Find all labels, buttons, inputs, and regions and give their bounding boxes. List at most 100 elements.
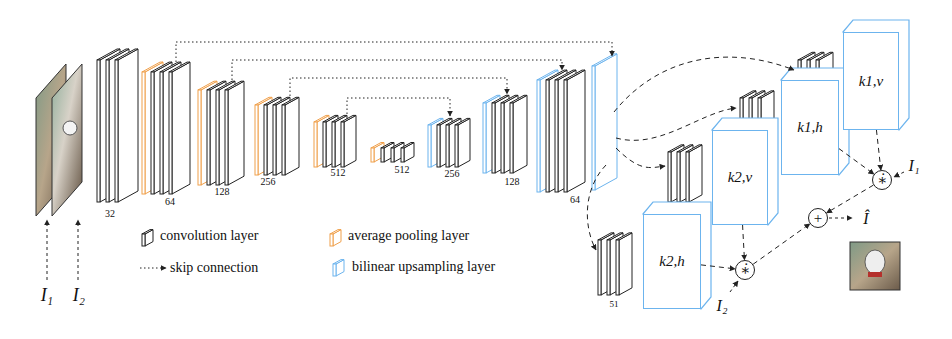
legend-skip-sample	[140, 268, 166, 269]
average-pooling-layer	[142, 72, 145, 194]
convolution-layer	[510, 95, 527, 103]
convolution-layer	[758, 91, 774, 98]
convolution-layer	[344, 115, 356, 167]
input-frame	[52, 64, 82, 216]
operator-symbol: ∗̇	[740, 263, 750, 278]
convolution-layer	[689, 145, 702, 202]
kernel-label: k2,h	[659, 254, 684, 269]
convolution-layer	[616, 233, 632, 240]
bilinear-upsampling-layer	[595, 54, 617, 190]
frame-arrow	[894, 172, 904, 177]
convolution-layer	[513, 95, 527, 173]
skip-connection	[232, 60, 562, 80]
kernel-plane-depth	[781, 68, 849, 175]
legend-text: bilinear upsampling layer	[352, 260, 495, 274]
convolution-layer	[341, 122, 344, 167]
convolution-layer	[172, 62, 190, 194]
convolution-layer	[332, 122, 335, 167]
convolution-layer	[151, 72, 154, 194]
branch-arrow	[616, 148, 665, 168]
convolution-layer	[546, 80, 549, 192]
channel-count: 512	[395, 165, 410, 175]
channel-count: 512	[331, 168, 346, 178]
bilinear-upsampling-layer	[537, 80, 540, 192]
channel-count: 128	[505, 177, 520, 187]
operator-symbol: +	[814, 211, 822, 226]
output-frame	[850, 242, 900, 290]
kernel-plane: k1,v	[843, 32, 899, 130]
convolution-layer	[501, 103, 504, 173]
convolution-layer	[564, 80, 567, 192]
convolution-layer	[555, 80, 558, 192]
convolution-layer	[492, 103, 495, 173]
output-label: Î	[863, 211, 868, 227]
frame-arrow	[730, 281, 738, 292]
channel-count: 256	[445, 169, 460, 179]
average-pooling-layer	[198, 90, 201, 185]
kernel-plane-depth	[843, 20, 909, 130]
kernel-plane-depth	[643, 202, 711, 309]
channel-count: 128	[215, 187, 230, 197]
convolution-layer	[115, 49, 138, 60]
convolution-layer	[686, 152, 689, 202]
convolution-layer	[282, 97, 299, 105]
bilinear-upsampling-layer	[428, 125, 431, 167]
kernel-plane-depth	[712, 118, 778, 225]
convolution-layer	[225, 90, 228, 185]
convolution-layer	[169, 62, 190, 72]
kernel-label: k2,v	[728, 170, 753, 185]
channel-count: 64	[570, 195, 580, 205]
average-pooling-layer	[145, 62, 163, 194]
legend-pool-sample	[330, 234, 333, 246]
channel-count: 64	[165, 197, 175, 207]
convolution-layer	[455, 125, 458, 167]
kernel-plane: k1,h	[781, 80, 839, 175]
legend-upsample-sample	[333, 260, 344, 264]
legend-upsample-sample	[333, 264, 336, 276]
convolution-layer	[273, 105, 276, 175]
frame-label: I₁	[909, 158, 920, 174]
convolution-layer	[225, 81, 244, 90]
sum-operator: +	[808, 208, 828, 228]
convolution-layer	[510, 103, 513, 173]
convolution-layer	[264, 105, 267, 175]
operator-symbol: ∗̇	[877, 173, 887, 188]
convolution-layer	[169, 72, 172, 194]
branch-arrow	[587, 165, 606, 250]
dataflow-arrow	[753, 224, 810, 264]
channel-count: 256	[261, 177, 276, 187]
convolution-layer	[154, 62, 172, 194]
convolution-layer	[616, 240, 619, 295]
average-pooling-layer	[255, 105, 258, 175]
convolution-layer	[323, 122, 326, 167]
bilinear-upsampling-layer	[540, 70, 558, 192]
output-frame-detail	[868, 272, 882, 277]
skip-connection	[290, 78, 507, 96]
input-arrow	[78, 220, 79, 280]
convolution-layer	[391, 148, 394, 162]
convolution-layer	[341, 115, 356, 122]
channel-count: 51	[610, 300, 619, 309]
input-frame-label: I₂	[73, 286, 85, 304]
local-convolution-operator: ∗̇	[872, 170, 892, 190]
legend-text: convolution layer	[160, 229, 258, 243]
dataflow-arrow	[827, 185, 874, 213]
dataflow-arrow	[701, 265, 735, 269]
input-arrow	[47, 220, 48, 280]
bilinear-upsampling-layer	[592, 54, 617, 66]
kernel-label: k1,h	[797, 120, 822, 135]
kernel-plane: k2,h	[643, 214, 701, 309]
convolution-layer	[401, 143, 414, 149]
convolution-layer	[216, 90, 219, 185]
legend-conv-sample	[142, 230, 153, 234]
convolution-layer	[455, 118, 470, 125]
convolution-layer	[458, 118, 470, 167]
legend-text: skip connection	[170, 261, 258, 275]
legend-pool-sample	[330, 230, 341, 234]
convolution-layer	[381, 148, 384, 162]
convolution-layer	[282, 105, 285, 175]
convolution-layer	[106, 60, 109, 202]
convolution-layer	[401, 148, 404, 162]
kernel-plane: k2,v	[712, 130, 768, 225]
